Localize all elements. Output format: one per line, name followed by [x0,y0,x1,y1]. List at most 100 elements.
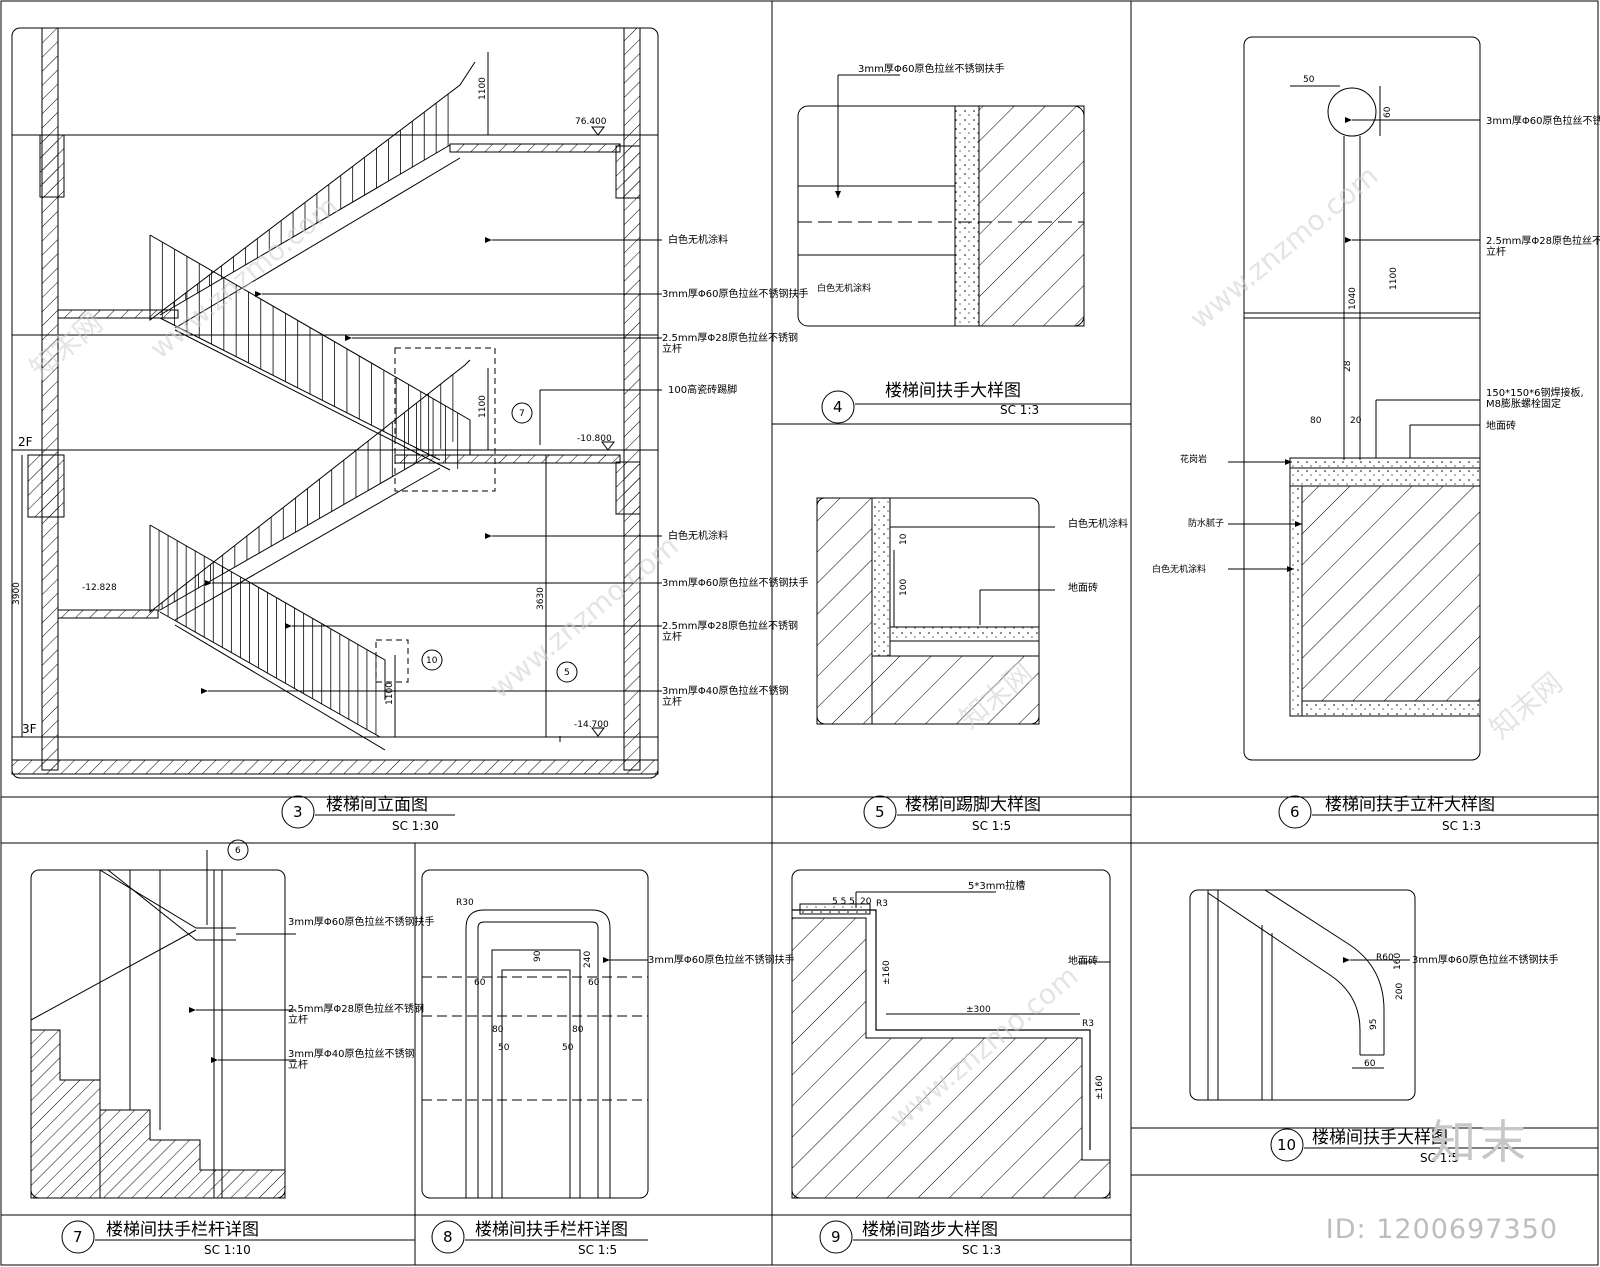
view-9-number: 9 [831,1228,841,1246]
d10-dim-60: 60 [1364,1059,1376,1069]
view-8-scale: SC 1:5 [578,1243,617,1257]
d10-dim-95: 95 [1369,1019,1379,1030]
d8-dim-60a: 60 [474,978,486,988]
d7-post40: 3mm厚Φ40原色拉丝不锈钢 [288,1047,414,1060]
d8-dim-50a: 50 [498,1043,510,1053]
view-10-title: 楼梯间扶手大样图 [1312,1128,1448,1148]
d6-dim-28: 28 [1343,360,1353,372]
view-7-scale: SC 1:10 [204,1243,251,1257]
level-low: -12.828 [82,583,117,593]
dim-3630: 3630 [536,587,546,610]
d9-tile: 地面砖 [1068,954,1098,967]
note-handrail-a: 3mm厚Φ60原色拉丝不锈钢扶手 [662,287,808,300]
view-4-title: 楼梯间扶手大样图 [885,381,1021,401]
dim-3900: 3900 [12,582,22,605]
d7-post28-sub: 立杆 [288,1013,308,1026]
brand-watermark: 知末 [1430,1115,1530,1169]
d9-dim-r3a: R3 [876,899,888,909]
image-id-watermark: ID: 1200697350 [1325,1214,1558,1245]
d8-handrail: 3mm厚Φ60原色拉丝不锈钢扶手 [648,953,794,966]
view-5-title: 楼梯间踢脚大样图 [905,795,1041,815]
watermark-cn-3: 知末网 [1483,666,1569,745]
d5-dim-10: 10 [899,533,909,545]
view-8-number: 8 [443,1228,453,1246]
view-10-number: 10 [1277,1136,1296,1154]
d7-handrail: 3mm厚Φ60原色拉丝不锈钢扶手 [288,915,434,928]
view-4-number: 4 [833,398,843,416]
d7-post40-sub: 立杆 [288,1058,308,1071]
view-4-handrail-detail [797,74,1131,424]
dim-1100-a: 1100 [478,77,488,100]
view-6-number: 6 [1290,803,1300,821]
d6-dim-80: 80 [1310,416,1322,426]
floor-2f: 2F [18,435,33,449]
d9-dim-160b: ±160 [1095,1075,1105,1100]
dim-1100-c: 1100 [385,682,395,705]
note-post28-a: 2.5mm厚Φ28原色拉丝不锈钢 [662,331,798,344]
callout-7: 7 [519,409,525,419]
d6-granite: 花岗岩 [1180,453,1207,465]
note-post40: 3mm厚Φ40原色拉丝不锈钢 [662,684,788,697]
view-8-baluster-detail [421,869,649,1199]
d5-paint: 白色无机涂料 [1068,517,1128,530]
d9-dim-20: 20 [860,897,872,907]
view-7-baluster-detail [30,839,415,1254]
d6-floor: 地面砖 [1486,419,1516,432]
level-top: 76.400 [575,117,607,127]
view-6-post-detail [1228,36,1598,829]
note-post28-b: 2.5mm厚Φ28原色拉丝不锈钢 [662,619,798,632]
d5-dim-100: 100 [899,579,909,596]
view-9-tread-detail [791,869,1131,1254]
d6-plate: 150*150*6钢焊接板, [1486,386,1584,399]
d6-post: 2.5mm厚Φ28原色拉丝不锈钢 [1486,234,1600,247]
d9-dim-555: 5 5 5 [832,897,855,907]
level-bottom: -14.700 [574,720,609,730]
d7-callout-6: 6 [235,846,241,856]
view-10-scale: SC 1:5 [1420,1151,1459,1165]
d5-tile: 地面砖 [1068,581,1098,594]
dim-1100-b: 1100 [478,395,488,418]
view-5-skirting-detail [816,497,1131,829]
d8-dim-90: 90 [533,950,543,962]
d6-bolt: M8膨胀螺栓固定 [1486,397,1561,410]
d6-waterproof: 防水腻子 [1188,517,1224,529]
d8-dim-50b: 50 [562,1043,574,1053]
watermark-url-1: www.znzmo.com [143,189,344,365]
d10-dim-200: 200 [1395,983,1405,1000]
view-9-scale: SC 1:3 [962,1243,1001,1257]
view-3-elevation [11,27,662,779]
d8-dim-80b: 80 [572,1025,584,1035]
d8-dim-60b: 60 [588,978,600,988]
d8-dim-80a: 80 [492,1025,504,1035]
d10-handrail: 3mm厚Φ60原色拉丝不锈钢扶手 [1412,953,1558,966]
callout-5: 5 [564,668,570,678]
d6-dim-1100: 1100 [1389,267,1399,290]
view-6-scale: SC 1:3 [1442,819,1481,833]
view-4-scale: SC 1:3 [1000,403,1039,417]
level-mid: -10.800 [577,434,612,444]
d4-paint: 白色无机涂料 [817,282,871,294]
d9-dim-r3b: R3 [1082,1019,1094,1029]
view-10-handrail-end-detail [1189,889,1598,1162]
view-3-scale: SC 1:30 [392,819,439,833]
note-post28-b-sub: 立杆 [662,630,682,643]
d10-dim-160: 160 [1393,953,1403,970]
floor-3f: 3F [22,722,37,736]
view-7-number: 7 [73,1228,83,1246]
note-handrail-b: 3mm厚Φ60原色拉丝不锈钢扶手 [662,576,808,589]
d6-post-sub: 立杆 [1486,245,1506,258]
d9-dim-160a: ±160 [882,960,892,985]
view-5-scale: SC 1:5 [972,819,1011,833]
watermark-url-2: www.znzmo.com [483,529,684,705]
note-paint-a: 白色无机涂料 [668,233,728,246]
d6-dim-50: 50 [1303,75,1315,85]
d8-dim-240: 240 [583,951,593,968]
callout-10: 10 [426,656,438,666]
view-3-title: 楼梯间立面图 [326,795,428,815]
d9-dim-300: ±300 [966,1005,991,1015]
view-5-number: 5 [875,803,885,821]
note-post40-sub: 立杆 [662,695,682,708]
view-3-number: 3 [293,803,303,821]
